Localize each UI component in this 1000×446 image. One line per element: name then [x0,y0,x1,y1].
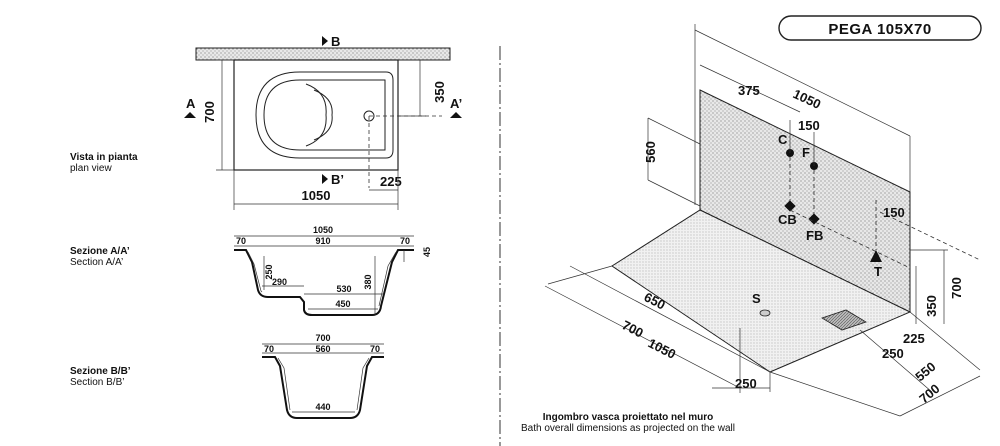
section-a-dim-seat-h: 250 [264,264,274,279]
plan-marker-a2-arrow [450,112,462,118]
iso-dim-700-right: 700 [949,277,964,299]
section-a: 1050 70 910 70 45 250 290 530 380 450 Se… [70,225,432,316]
plan-dim-drain-front: 225 [380,174,402,189]
iso-label-s: S [752,291,761,306]
iso-dim-250-right: 250 [882,346,904,361]
plan-dim-depth: 700 [202,101,217,123]
section-a-caption-en: Section A/A’ [70,257,123,268]
iso-dim-250-left: 250 [735,376,757,391]
plan-seat-curve-inner [313,89,333,141]
plan-marker-b2-arrow [322,174,328,184]
iso-caption-en: Bath overall dimensions as projected on … [521,423,735,434]
section-a-profile [234,249,414,316]
iso-dim-700-bottom: 700 [916,381,942,406]
plan-caption-it: Vista in pianta [70,152,138,163]
iso-dim-375: 375 [738,83,760,98]
iso-point-cb [784,200,796,212]
plan-basin-rim [263,79,386,151]
model-title: PEGA 105X70 [828,21,931,38]
section-a-dim-bottom: 450 [335,299,350,309]
plan-caption-en: plan view [70,163,112,174]
plan-dim-width: 1050 [302,188,331,203]
section-b: 700 70 560 70 440 Sezione B/B’ Section B… [70,333,384,419]
plan-marker-b: B [331,34,340,49]
section-a-dim-depth: 380 [363,274,373,289]
iso-dim-150-mid: 150 [883,205,905,220]
plan-wall [195,47,451,61]
iso-label-cb: CB [778,212,797,227]
section-b-caption-it: Sezione B/B’ [70,366,131,377]
section-a-dim-rim-right: 70 [400,236,410,246]
iso-outlet-s [759,309,771,317]
section-a-dim-bottom-top: 530 [336,284,351,294]
plan-marker-b2: B’ [331,172,344,187]
iso-drain-grate [821,309,867,331]
plan-marker-b-arrow [322,36,328,46]
plan-basin-inner [255,71,394,159]
plan-drain [363,110,375,122]
iso-dim-1050-bottom: 1050 [646,335,679,361]
section-b-caption-en: Section B/B’ [70,377,124,388]
section-b-profile [262,356,384,419]
iso-dim-225: 225 [903,331,925,346]
iso-dim-560: 560 [643,141,658,163]
plan-seat-curve [305,83,327,147]
section-b-dim-total: 700 [315,333,330,343]
title-box: PEGA 105X70 [778,15,982,41]
plan-marker-a2: A’ [450,96,462,111]
plan-marker-a-arrow [184,112,196,118]
section-a-dim-height-rim: 45 [422,247,432,257]
iso-label-fb: FB [806,228,823,243]
iso-dim-150-top: 150 [798,118,820,133]
section-b-dim-rim-left: 70 [264,344,274,354]
iso-dim-1050-top: 1050 [791,86,824,112]
iso-point-fb [808,213,820,225]
section-a-dim-seat-w: 290 [272,277,287,287]
section-b-dim-inner: 560 [315,344,330,354]
plan-dim-drain-side: 350 [432,81,447,103]
iso-dim-350: 350 [924,295,939,317]
section-a-dim-total: 1050 [313,225,333,235]
plan-tub-outline [233,59,399,171]
section-a-dim-inner: 910 [315,236,330,246]
iso-dim-550: 550 [912,359,938,384]
section-b-dim-bottom: 440 [315,402,330,412]
plan-view: B B’ A A’ 700 350 225 1050 Vista in pian… [70,34,462,210]
plan-marker-a: A [186,96,196,111]
iso-label-c: C [778,132,788,147]
section-a-dim-rim-left: 70 [236,236,246,246]
iso-point-t [870,250,882,262]
iso-caption-it: Ingombro vasca proiettato nel muro [543,412,714,423]
iso-label-t: T [874,264,882,279]
section-a-caption-it: Sezione A/A’ [70,246,130,257]
section-b-dim-rim-right: 70 [370,344,380,354]
iso-view: S C F CB FB T 375 1050 150 560 150 650 7… [521,24,981,434]
iso-label-f: F [802,145,810,160]
